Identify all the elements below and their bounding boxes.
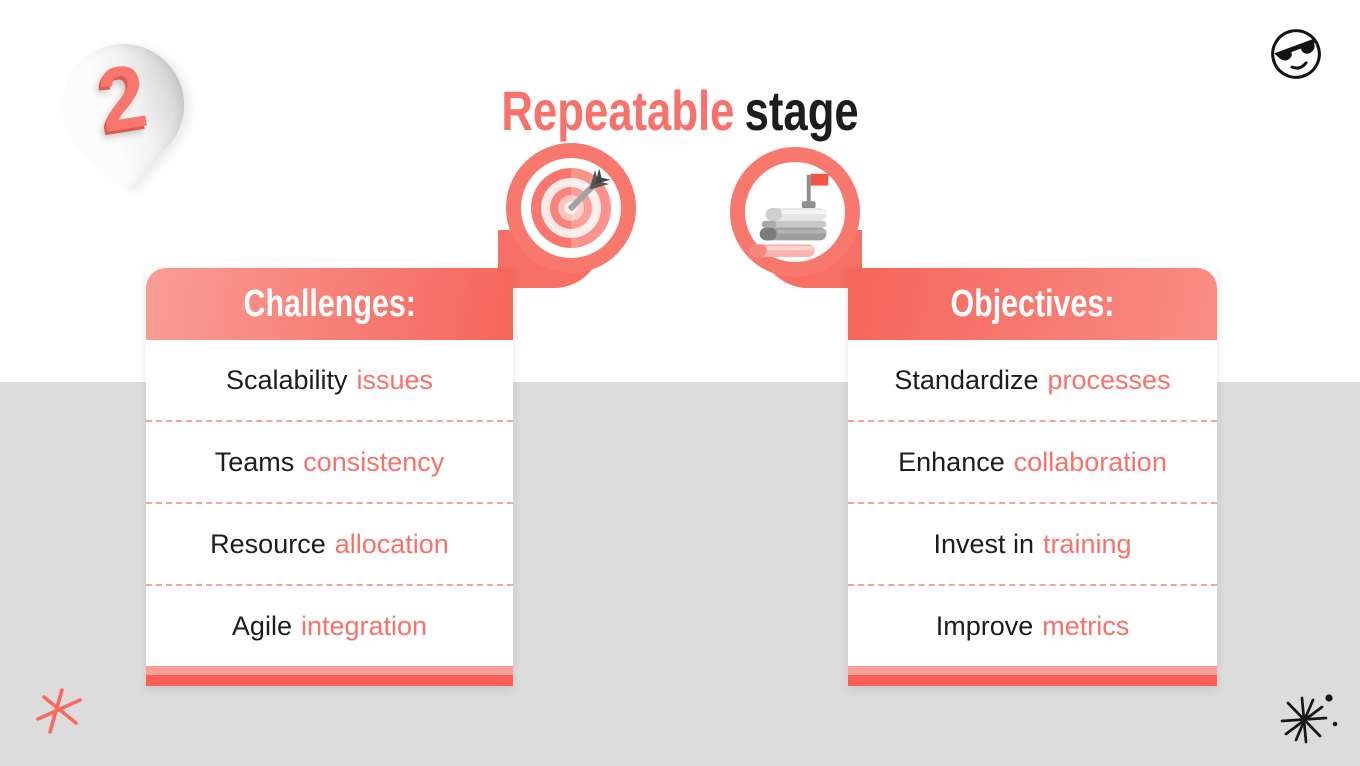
- list-item: Scalability issues: [146, 340, 513, 420]
- item-plain-text: Agile: [231, 610, 292, 641]
- challenges-footer-strip: [146, 666, 513, 686]
- item-plain-text: Resource: [210, 528, 326, 559]
- black-asterisk-icon: [1276, 690, 1342, 753]
- list-item: Invest in training: [848, 502, 1217, 584]
- objectives-footer-strip: [848, 666, 1217, 686]
- list-item: Standardize processes: [848, 340, 1217, 420]
- item-plain-text: Teams: [214, 446, 295, 477]
- objectives-list: Standardize processes Enhance collaborat…: [848, 340, 1217, 666]
- list-item: Enhance collaboration: [848, 420, 1217, 502]
- challenges-header: Challenges:: [146, 268, 513, 340]
- item-accent-text: consistency: [303, 446, 445, 477]
- item-plain-text: Invest in: [933, 528, 1034, 559]
- item-plain-text: Scalability: [225, 364, 348, 395]
- item-plain-text: Improve: [935, 610, 1034, 641]
- item-accent-text: issues: [356, 364, 434, 395]
- challenges-header-label: Challenges:: [243, 282, 416, 325]
- title-dark-word: stage: [744, 78, 859, 142]
- item-accent-text: training: [1043, 528, 1132, 559]
- list-item: Teams consistency: [146, 420, 513, 502]
- item-plain-text: Enhance: [898, 446, 1005, 477]
- item-accent-text: collaboration: [1013, 446, 1167, 477]
- item-accent-text: integration: [300, 610, 428, 641]
- item-accent-text: processes: [1047, 364, 1171, 395]
- objectives-card: Objectives: Standardize processes Enhanc…: [848, 268, 1217, 686]
- objectives-header: Objectives:: [848, 268, 1217, 340]
- list-item: Resource allocation: [146, 502, 513, 584]
- item-plain-text: Standardize: [894, 364, 1039, 395]
- title-accent-word: Repeatable: [501, 78, 735, 142]
- objectives-header-label: Objectives:: [950, 282, 1115, 325]
- list-item: Improve metrics: [848, 584, 1217, 666]
- item-accent-text: allocation: [334, 528, 449, 559]
- coral-asterisk-icon: [36, 686, 84, 743]
- target-dart-icon: [506, 143, 636, 273]
- books-flag-icon: [730, 147, 860, 277]
- sunglasses-smiley-icon: [1268, 26, 1324, 82]
- list-item: Agile integration: [146, 584, 513, 666]
- item-accent-text: metrics: [1042, 610, 1130, 641]
- challenges-card: Challenges: Scalability issues Teams con…: [146, 268, 513, 686]
- page-title: Repeatable stage: [0, 78, 1360, 142]
- challenges-list: Scalability issues Teams consistency Res…: [146, 340, 513, 666]
